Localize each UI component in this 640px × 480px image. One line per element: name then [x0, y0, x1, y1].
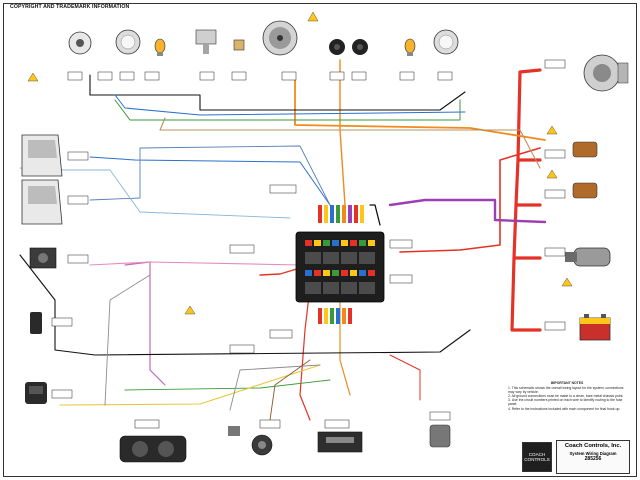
fuse-panel [295, 205, 385, 324]
alternator-icon [583, 54, 629, 92]
wire-accessory [388, 198, 547, 224]
copyright-header: COPYRIGHT AND TRADEMARK INFORMATION [10, 4, 130, 10]
note-item: 4. Refer to the instructions included wi… [508, 406, 621, 411]
fuse-row-bottom [318, 308, 352, 324]
wire-battery-main [510, 68, 542, 332]
note-item: 3. Use the circuit numbers printed on ea… [508, 398, 623, 407]
oil-sender-icon [233, 39, 245, 51]
notes-heading: IMPORTANT NOTES [550, 381, 584, 385]
notes-panel: IMPORTANT NOTES 1. This schematic shows … [508, 381, 626, 411]
warning-triangle-icon [307, 11, 319, 22]
wire-grey [104, 274, 151, 406]
company-logo: COACH CONTROLS [522, 442, 552, 472]
horn-left-icon [329, 39, 345, 55]
door-panel-right-icon [21, 179, 63, 225]
wire-battery-feed [259, 267, 301, 276]
wire-yellow [59, 364, 321, 406]
wire-tan [159, 117, 541, 169]
relay-top-icon [572, 141, 598, 158]
wire-signal-low [124, 379, 331, 391]
headlight-right-icon [433, 29, 459, 55]
wire-pink [89, 261, 301, 266]
park-lamp-right-icon [404, 38, 416, 56]
wiper-motor-icon [29, 247, 57, 269]
gauge-cluster-icon [119, 435, 187, 463]
wire-brown [269, 359, 311, 421]
wire-lighting-loop [89, 145, 331, 206]
starter-motor-icon [565, 247, 611, 267]
wire-grey-2 [229, 364, 321, 411]
headlight-switch-icon [228, 426, 240, 436]
wire-ignition-top [294, 74, 546, 141]
radio-icon [317, 431, 363, 453]
ignition-switch-icon [68, 31, 92, 55]
warning-markers [27, 72, 573, 315]
wire-ground-left [19, 254, 471, 356]
wire-ground-loop [89, 74, 466, 111]
flasher-icon [429, 424, 451, 448]
relay-bottom-icon [572, 182, 598, 199]
wire-ground-panel [369, 204, 381, 226]
note-item: 1. This schematic shows the overall wiri… [508, 386, 624, 395]
wire-signal [114, 99, 461, 121]
park-lamp-left-icon [154, 38, 166, 56]
door-panel-left-icon [21, 134, 63, 177]
drawing-number: 285256 [584, 456, 602, 462]
wire-ignition-low [339, 289, 351, 396]
battery-icon [579, 314, 611, 341]
brake-switch-icon [30, 312, 42, 334]
dimmer-switch-icon [251, 434, 273, 456]
fuse-row-top [318, 205, 364, 223]
wire-lighting-left [89, 156, 331, 206]
temperature-sender-icon [195, 29, 217, 54]
wire-red-2 [389, 354, 421, 401]
fuse-block [305, 240, 375, 294]
wire-accessory-left [124, 261, 166, 386]
wire-ignition-mid [339, 59, 346, 206]
wire-battery-panel [399, 147, 541, 253]
horn-right-icon [352, 39, 368, 55]
connector-tags [51, 59, 566, 429]
drawing-title: System Wiring Diagram [569, 451, 617, 456]
wire-lighting-top [114, 94, 466, 116]
headlight-left-icon [115, 29, 141, 55]
title-block: Coach Controls, Inc. System Wiring Diagr… [556, 440, 630, 474]
turn-signal-switch-icon [25, 382, 47, 404]
note-item: 2. All ground connections must be made t… [508, 394, 624, 399]
radiator-fan-icon [262, 20, 298, 56]
company-name: Coach Controls, Inc. [564, 443, 622, 449]
